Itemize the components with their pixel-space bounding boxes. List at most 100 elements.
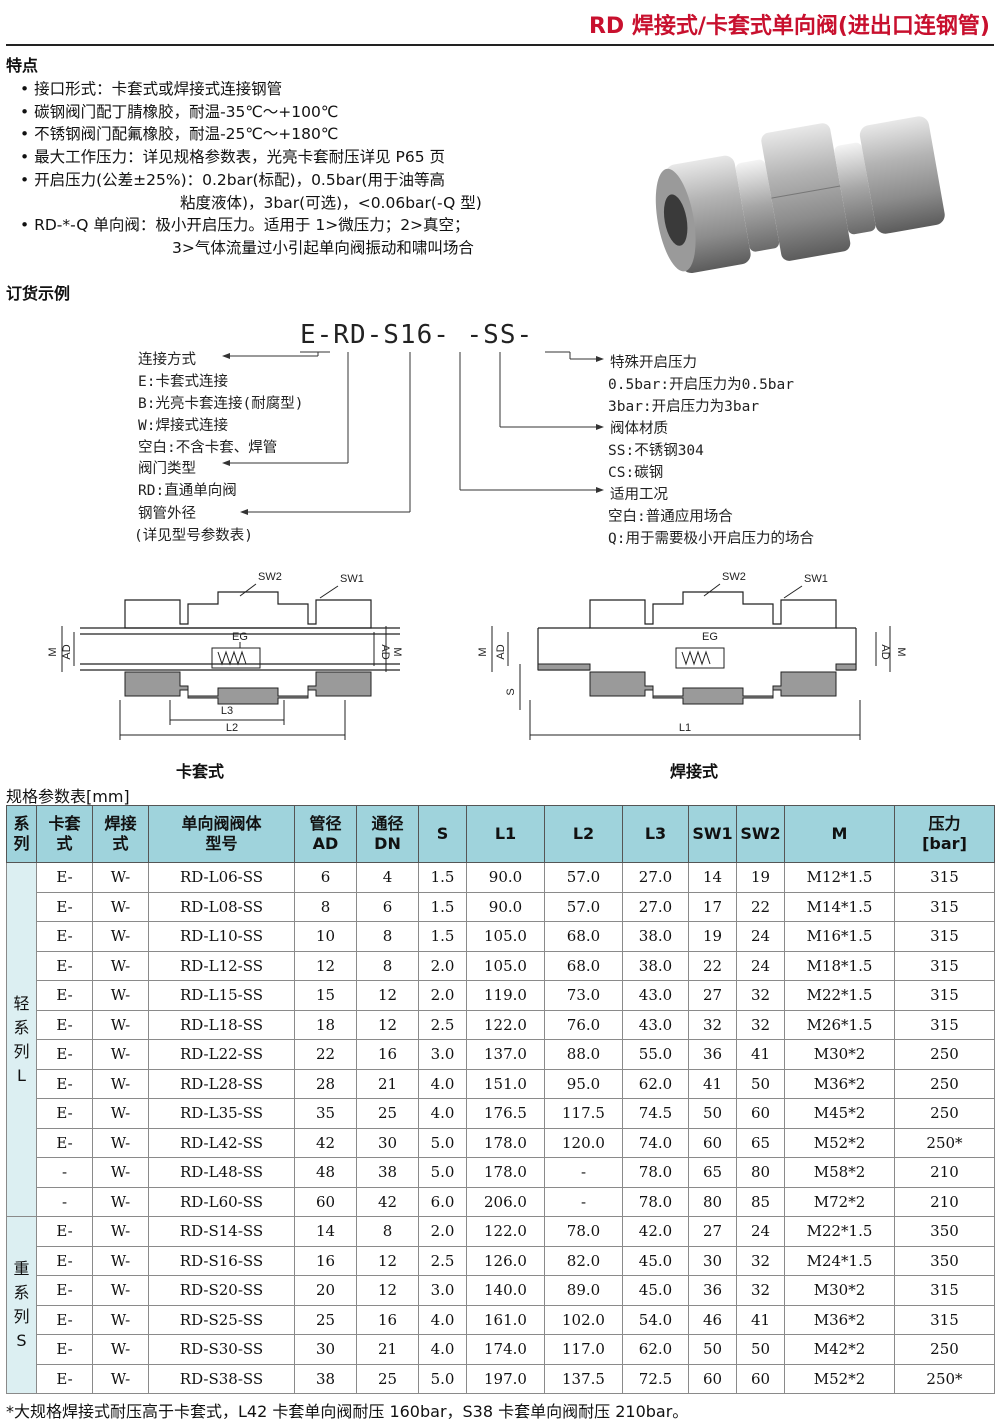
table-cell: 178.0	[466, 1157, 545, 1188]
table-cell: 80	[736, 1157, 785, 1188]
table-cell: 89.0	[544, 1275, 623, 1306]
feature-item: • 碳钢阀门配丁腈橡胶，耐温-35℃～+100℃	[20, 102, 339, 121]
svg-text:SW2: SW2	[258, 571, 282, 583]
order-example: E-RD-S16- -SS- 连接方式 E:卡套式连接	[0, 300, 1000, 550]
table-cell: 41	[736, 1039, 785, 1070]
table-cell: 250*	[894, 1363, 995, 1394]
table-cell: 250	[894, 1334, 995, 1365]
table-cell: E-	[36, 1363, 93, 1394]
table-cell: 32	[736, 1245, 785, 1276]
table-cell: 38.0	[622, 950, 689, 981]
table-cell: 82.0	[544, 1245, 623, 1276]
table-cell: 117.5	[544, 1098, 623, 1129]
svg-text:AD: AD	[61, 644, 73, 659]
table-cell: M42*2	[784, 1334, 895, 1365]
table-cell: 88.0	[544, 1039, 623, 1070]
table-cell: 68.0	[544, 921, 623, 952]
table-cell: 62.0	[622, 1334, 689, 1365]
order-option: 空白:不含卡套、焊管	[138, 440, 278, 456]
table-cell: 74.0	[622, 1127, 689, 1158]
order-leader-lines	[222, 351, 604, 515]
table-cell: M12*1.5	[784, 862, 895, 893]
table-cell: 206.0	[466, 1186, 545, 1217]
table-cell: E-	[36, 1216, 93, 1247]
table-cell: 45.0	[622, 1275, 689, 1306]
table-cell: E-	[36, 950, 93, 981]
table-cell: M18*1.5	[784, 950, 895, 981]
table-cell: 38	[294, 1363, 357, 1394]
table-cell: 57.0	[544, 862, 623, 893]
header-divider	[6, 44, 994, 46]
table-cell: 25	[356, 1363, 419, 1394]
table-cell: 27.0	[622, 891, 689, 922]
table-cell: 45.0	[622, 1245, 689, 1276]
table-cell: RD-L28-SS	[148, 1068, 295, 1099]
table-cell: RD-L42-SS	[148, 1127, 295, 1158]
table-cell: 30	[356, 1127, 419, 1158]
table-cell: 12	[356, 1275, 419, 1306]
table-cell: 35	[294, 1098, 357, 1129]
table-cell: M72*2	[784, 1186, 895, 1217]
table-cell: 14	[688, 862, 737, 893]
table-cell: E-	[36, 980, 93, 1011]
welding-drawing: EG SW2 SW1 M AD S AD M L1	[477, 571, 907, 740]
table-cell: E-	[36, 1334, 93, 1365]
order-option: 空白:普通应用场合	[608, 509, 733, 525]
table-cell: 50	[736, 1068, 785, 1099]
table-cell: 2.0	[418, 1216, 467, 1247]
table-cell: 41	[688, 1068, 737, 1099]
table-cell: 4.0	[418, 1304, 467, 1335]
col-m: M	[784, 805, 895, 863]
table-cell: W-	[92, 1157, 149, 1188]
table-cell: W-	[92, 1245, 149, 1276]
table-cell: W-	[92, 1009, 149, 1040]
svg-text:S: S	[505, 688, 517, 695]
table-cell: M30*2	[784, 1039, 895, 1070]
table-cell: 27	[688, 980, 737, 1011]
table-cell: 250*	[894, 1127, 995, 1158]
table-cell: W-	[92, 1068, 149, 1099]
table-cell: 315	[894, 862, 995, 893]
svg-text:L1: L1	[679, 722, 691, 734]
table-cell: 24	[736, 921, 785, 952]
table-cell: 22	[688, 950, 737, 981]
svg-text:L3: L3	[221, 705, 233, 717]
table-cell: 17	[688, 891, 737, 922]
table-cell: 15	[294, 980, 357, 1011]
page-title: RD 焊接式/卡套式单向阀(进出口连钢管)	[588, 14, 990, 39]
table-cell: 350	[894, 1245, 995, 1276]
table-cell: RD-L12-SS	[148, 950, 295, 981]
table-cell: 32	[736, 1275, 785, 1306]
table-cell: 5.0	[418, 1127, 467, 1158]
table-cell: 20	[294, 1275, 357, 1306]
table-cell: W-	[92, 1334, 149, 1365]
caption-compression: 卡套式	[176, 762, 225, 781]
order-option: 0.5bar:开启压力为0.5bar	[608, 377, 794, 393]
table-cell: W-	[92, 1127, 149, 1158]
table-cell: 38	[356, 1157, 419, 1188]
svg-text:AD: AD	[379, 644, 391, 659]
table-cell: 8	[356, 921, 419, 952]
table-cell: 122.0	[466, 1216, 545, 1247]
table-cell: E-	[36, 891, 93, 922]
table-cell: E-	[36, 1098, 93, 1129]
table-cell: 22	[736, 891, 785, 922]
table-cell: 4.0	[418, 1334, 467, 1365]
table-cell: 8	[356, 950, 419, 981]
table-cell: 176.5	[466, 1098, 545, 1129]
table-cell: 48	[294, 1157, 357, 1188]
table-cell: M16*1.5	[784, 921, 895, 952]
table-cell: 18	[294, 1009, 357, 1040]
table-cell: 2.5	[418, 1009, 467, 1040]
table-cell: 72.5	[622, 1363, 689, 1394]
col-series: 系列	[6, 805, 37, 863]
table-cell: 16	[356, 1304, 419, 1335]
table-cell: 28	[294, 1068, 357, 1099]
